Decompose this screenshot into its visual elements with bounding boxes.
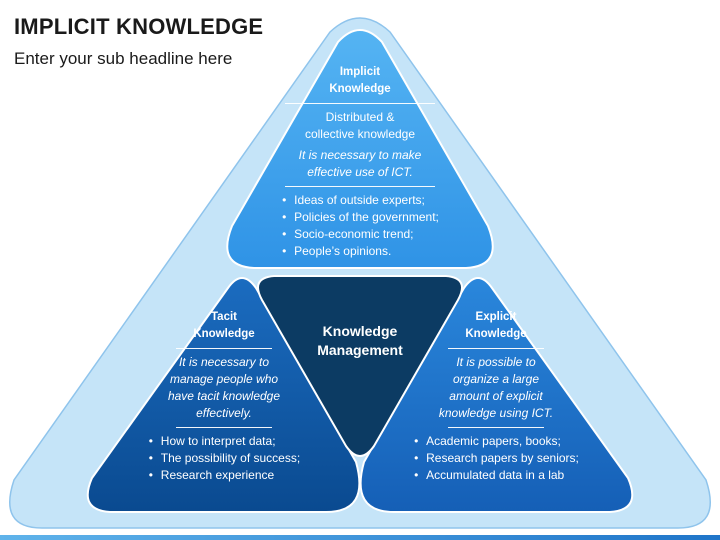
- left-block: Tacit Knowledge It is necessary to manag…: [124, 309, 324, 484]
- list-item: People’s opinions.: [281, 243, 439, 260]
- list-item: Academic papers, books;: [413, 433, 579, 450]
- left-divider: [176, 348, 272, 349]
- left-note: It is necessary to manage people who hav…: [167, 355, 281, 420]
- list-item: Accumulated data in a lab: [413, 467, 579, 484]
- list-item: How to interpret data;: [148, 433, 300, 450]
- top-bullet-list: Ideas of outside experts; Policies of th…: [281, 192, 439, 260]
- page-title: IMPLICIT KNOWLEDGE: [14, 14, 264, 39]
- top-divider: [285, 103, 435, 104]
- right-note: It is possible to organize a large amoun…: [438, 355, 554, 420]
- right-block: Explicit Knowledge It is possible to org…: [392, 309, 600, 484]
- left-bullet-list: How to interpret data; The possibility o…: [148, 433, 300, 484]
- bottom-accent-band: [0, 535, 720, 540]
- list-item: Research experience: [148, 467, 300, 484]
- list-item: Policies of the government;: [281, 209, 439, 226]
- right-divider: [448, 348, 544, 349]
- list-item: Research papers by seniors;: [413, 450, 579, 467]
- top-description: Distributed & collective knowledge: [304, 110, 416, 141]
- right-divider-2: [448, 427, 544, 428]
- center-label: Knowledge Management: [317, 323, 403, 358]
- top-block: Implicit Knowledge Distributed & collect…: [258, 64, 462, 260]
- list-item: Ideas of outside experts;: [281, 192, 439, 209]
- left-divider-2: [176, 427, 272, 428]
- right-bullet-list: Academic papers, books; Research papers …: [413, 433, 579, 484]
- page-subtitle: Enter your sub headline here: [14, 49, 233, 68]
- center-panel: [257, 275, 463, 457]
- list-item: Socio-economic trend;: [281, 226, 439, 243]
- top-heading: Implicit Knowledge: [329, 66, 391, 95]
- top-note: It is necessary to make effective use of…: [298, 148, 422, 179]
- right-heading: Explicit Knowledge: [465, 311, 527, 340]
- list-item: The possibility of success;: [148, 450, 300, 467]
- left-heading: Tacit Knowledge: [193, 311, 255, 340]
- top-divider-2: [285, 186, 435, 187]
